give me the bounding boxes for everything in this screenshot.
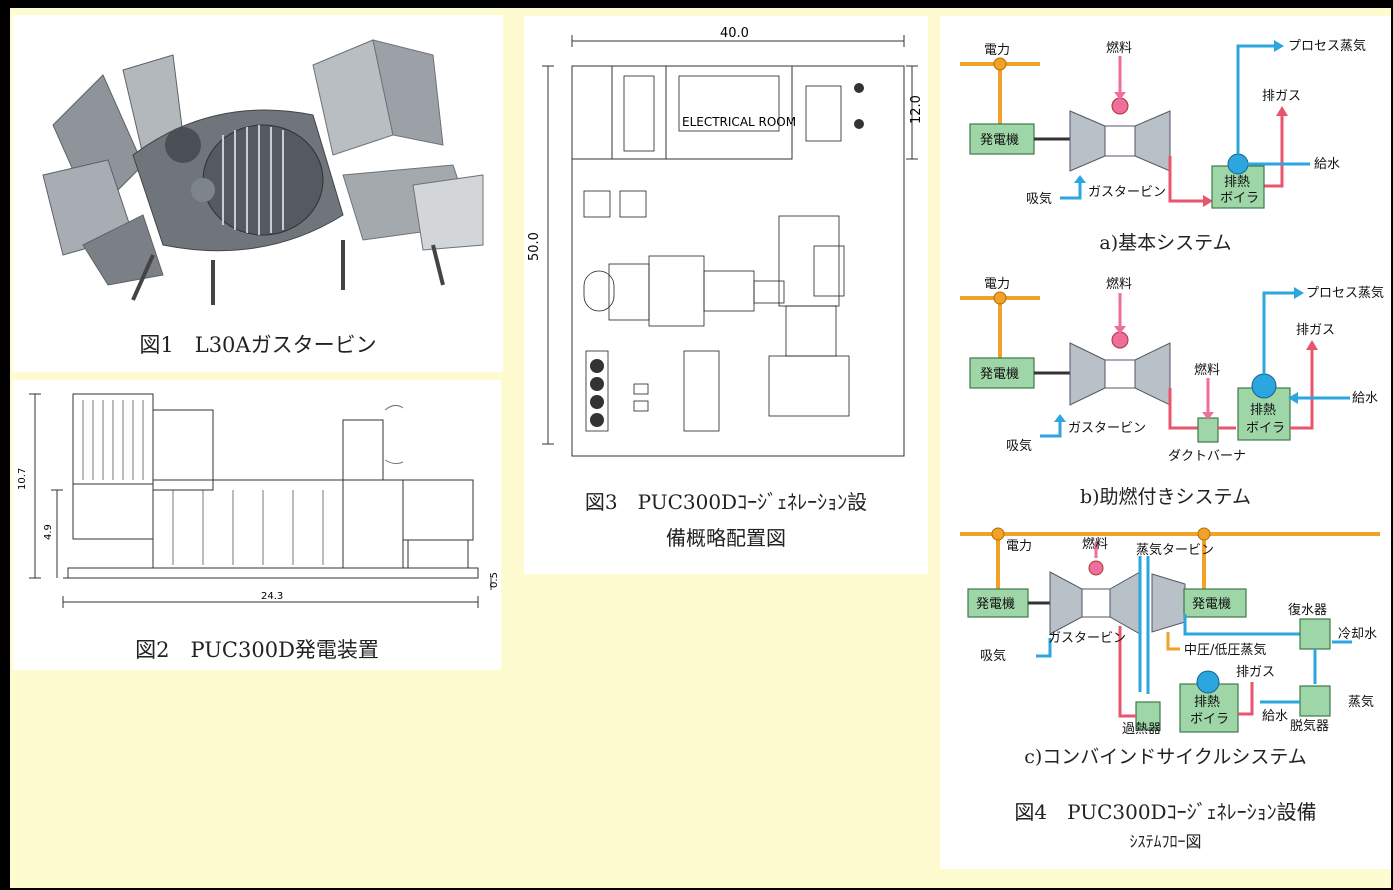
panel-a-exhaust-label: 排ガス <box>1262 89 1301 104</box>
panel-a-power-label: 電力 <box>984 43 1010 58</box>
panel-b-duct-burner-box <box>1197 417 1219 443</box>
panel-c-generator2-label: 発電機 <box>1192 597 1231 612</box>
panel-c-condenser-box <box>1299 618 1331 650</box>
panel-b-boiler-label-2: ボイラ <box>1246 421 1285 436</box>
panel-a-feedwater-label: 給水 <box>1314 157 1340 172</box>
panel-c-feedwater-label: 給水 <box>1262 709 1288 724</box>
panel-a-boiler-label-2: ボイラ <box>1220 191 1259 206</box>
panel-a-intake-label: 吸気 <box>1026 191 1052 207</box>
panel-b-power-label: 電力 <box>984 277 1010 292</box>
panel-b-fuel2-label: 燃料 <box>1194 362 1220 378</box>
figure2-caption: 図2 PUC300D発電装置 <box>135 638 379 662</box>
panel-b-boiler-label-1: 排熱 <box>1250 403 1276 418</box>
panel-c-gas-turbine-label: ガスタービン <box>1048 631 1126 646</box>
panel-c-fuel-label: 燃料 <box>1082 536 1108 552</box>
panel-c-power-label: 電力 <box>1006 539 1032 554</box>
panel-b-intake-label: 吸気 <box>1006 438 1032 454</box>
panel-a-basic-system: 電力 燃料 プロセス蒸気 排ガス 発電機 給水 排熱 ボイラ 吸気 ガスタービン <box>960 38 1366 209</box>
panel-c-cooling-water-label: 冷却水 <box>1338 627 1377 642</box>
panel-a-generator-box <box>969 123 1035 155</box>
figure4-card: 電力 燃料 プロセス蒸気 排ガス 発電機 給水 排熱 ボイラ 吸気 ガスタービン… <box>940 16 1391 869</box>
panel-b-exhaust-label: 排ガス <box>1296 323 1335 338</box>
panel-b-fuel-label: 燃料 <box>1106 276 1132 292</box>
panel-b-gas-turbine-label: ガスタービン <box>1068 421 1146 436</box>
generator-elevation-drawing: 10.7 4.9 24.3 0.5 <box>17 393 500 608</box>
panel-b-generator-label: 発電機 <box>980 367 1019 382</box>
panel-c-boiler-label-2: ボイラ <box>1190 712 1229 727</box>
dim-room-depth: 12.0 <box>909 95 924 124</box>
panel-c-boiler-label-1: 排熱 <box>1194 695 1220 710</box>
panel-a-fuel-label: 燃料 <box>1106 40 1132 56</box>
gas-turbine-cutaway-image <box>42 39 484 305</box>
figure1-caption: 図1 L30Aガスタービン <box>139 333 377 357</box>
figure3-caption-line1: 図3 PUC300Dｺｰｼﾞｪﾈﾚｰｼｮﾝ設 <box>584 490 868 514</box>
panel-b-title: b)助燃付きシステム <box>1079 486 1251 508</box>
panel-a-generator-label: 発電機 <box>980 133 1019 148</box>
figure3-card: 40.0 50.0 12.0 ELECTRICAL ROOM 図3 PUC300… <box>524 16 928 574</box>
dim-width: 40.0 <box>720 26 749 41</box>
panel-a-title: a)基本システム <box>1099 232 1232 254</box>
panel-c-steam-turbine-label: 蒸気タービン <box>1136 542 1214 558</box>
panel-c-title: c)コンバインドサイクルシステム <box>1024 746 1307 768</box>
figure1-card: 図1 L30Aガスタービン <box>13 15 503 372</box>
panel-a-gas-turbine-label: ガスタービン <box>1088 185 1166 200</box>
poster-background: 図1 L30Aガスタービン <box>10 8 1391 888</box>
electrical-room-label: ELECTRICAL ROOM <box>682 115 796 129</box>
panel-a-process-steam-label: プロセス蒸気 <box>1288 38 1366 54</box>
panel-c-deaerator-label: 脱気器 <box>1290 718 1329 734</box>
panel-c-mid-low-steam-label: 中圧/低圧蒸気 <box>1184 642 1266 658</box>
panel-c-intake-label: 吸気 <box>980 648 1006 664</box>
panel-c-superheater-label: 過熱器 <box>1122 722 1161 734</box>
dim-base: 0.5 <box>489 572 500 588</box>
panel-c-combined-cycle: 電力 燃料 蒸気タービン 発電機 発電機 復水器 冷却水 中圧/低圧蒸気 吸気 … <box>960 527 1380 734</box>
figure2-card: 10.7 4.9 24.3 0.5 図2 PUC300D発電装置 <box>13 380 501 670</box>
panel-c-steam-label: 蒸気 <box>1348 694 1374 710</box>
dim-height-total: 10.7 <box>17 468 28 490</box>
panel-c-exhaust-label: 排ガス <box>1236 665 1275 680</box>
panel-b-duct-burner-label: ダクトバーナ <box>1168 449 1246 464</box>
dim-depth: 50.0 <box>527 232 542 261</box>
panel-b-feedwater-label: 給水 <box>1352 391 1378 406</box>
panel-c-generator-box <box>967 588 1029 618</box>
panel-c-condenser-label: 復水器 <box>1288 602 1327 618</box>
figure4-caption-line2: ｼｽﾃﾑﾌﾛｰ図 <box>1129 832 1202 851</box>
panel-b-supplementary-firing: 電力 燃料 燃料 プロセス蒸気 排ガス 発電機 給水 排熱 ボイラ 吸気 ガスタ… <box>960 276 1384 464</box>
panel-c-superheater-box <box>1135 701 1161 731</box>
panel-c-generator-label: 発電機 <box>976 597 1015 612</box>
site-layout-plan: 40.0 50.0 12.0 ELECTRICAL ROOM <box>527 26 924 457</box>
panel-c-deaerator-box <box>1299 685 1331 717</box>
panel-c-generator2-box <box>1183 588 1247 618</box>
panel-b-process-steam-label: プロセス蒸気 <box>1306 285 1384 301</box>
figure3-caption-line2: 備概略配置図 <box>666 526 786 550</box>
dim-height-mid: 4.9 <box>43 524 54 540</box>
figure4-caption-line1: 図4 PUC300Dｺｰｼﾞｪﾈﾚｰｼｮﾝ設備 <box>1014 800 1317 824</box>
panel-a-boiler-label-1: 排熱 <box>1224 175 1250 190</box>
dim-length: 24.3 <box>261 591 283 602</box>
